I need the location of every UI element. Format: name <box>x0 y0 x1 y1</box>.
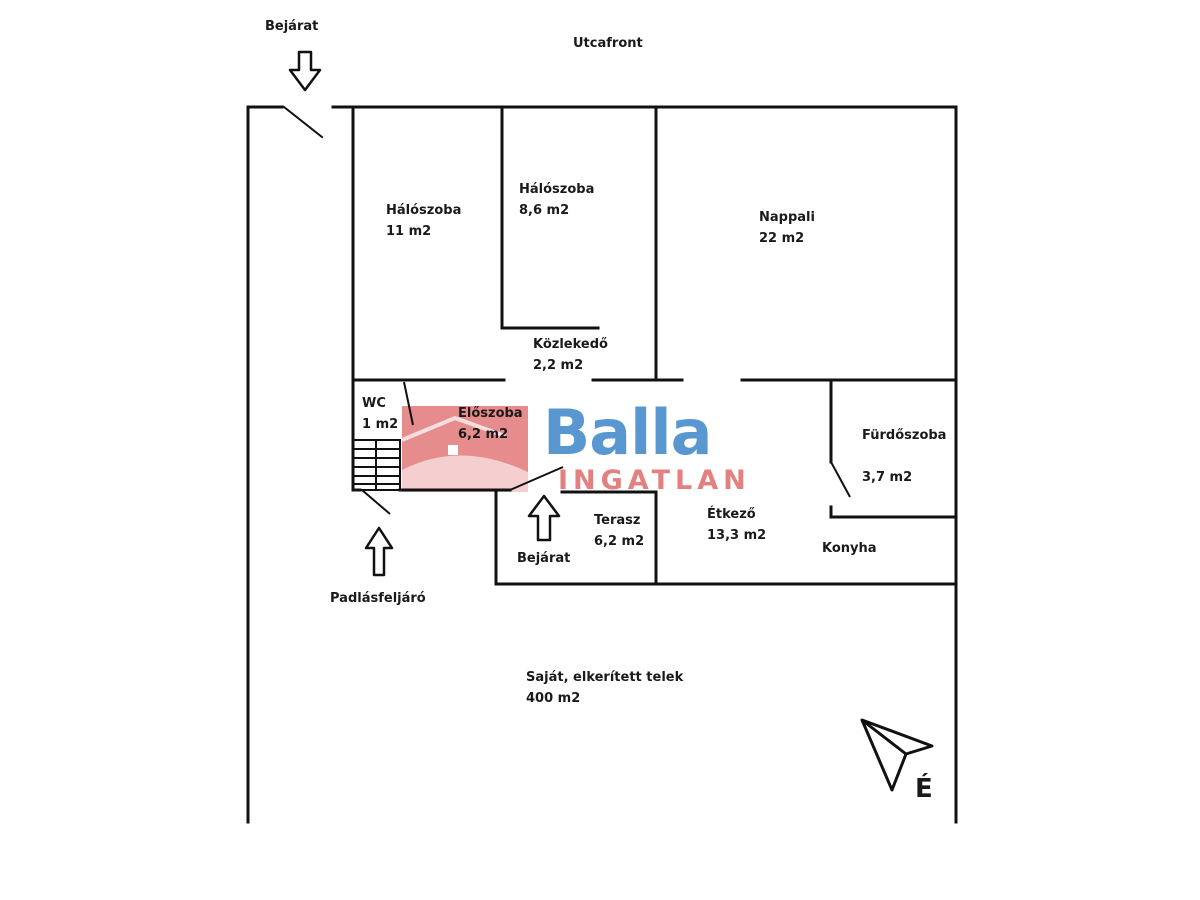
staircase-icon <box>352 439 401 491</box>
room-label-bathroom: Fürdőszoba <box>862 428 947 443</box>
entrance-label: Bejárat <box>265 19 319 34</box>
terrace-entrance-label: Bejárat <box>517 551 571 566</box>
walls <box>246 105 958 824</box>
room-label-kitchen: Konyha <box>822 541 877 556</box>
attic-access-label: Padlásfeljáró <box>330 591 426 606</box>
watermark-brand: Balla <box>543 396 712 469</box>
north-arrow-icon <box>860 718 934 792</box>
arrow-up-icon <box>527 494 561 542</box>
arrow-down-icon <box>288 50 322 92</box>
room-area-bathroom: 3,7 m2 <box>862 470 913 485</box>
doors <box>361 381 851 515</box>
watermark-logo-icon <box>401 406 528 492</box>
north-label: É <box>915 774 933 804</box>
watermark-subbrand: INGATLAN <box>558 465 751 496</box>
street-front-label: Utcafront <box>573 36 643 51</box>
arrow-up-icon <box>364 526 394 577</box>
